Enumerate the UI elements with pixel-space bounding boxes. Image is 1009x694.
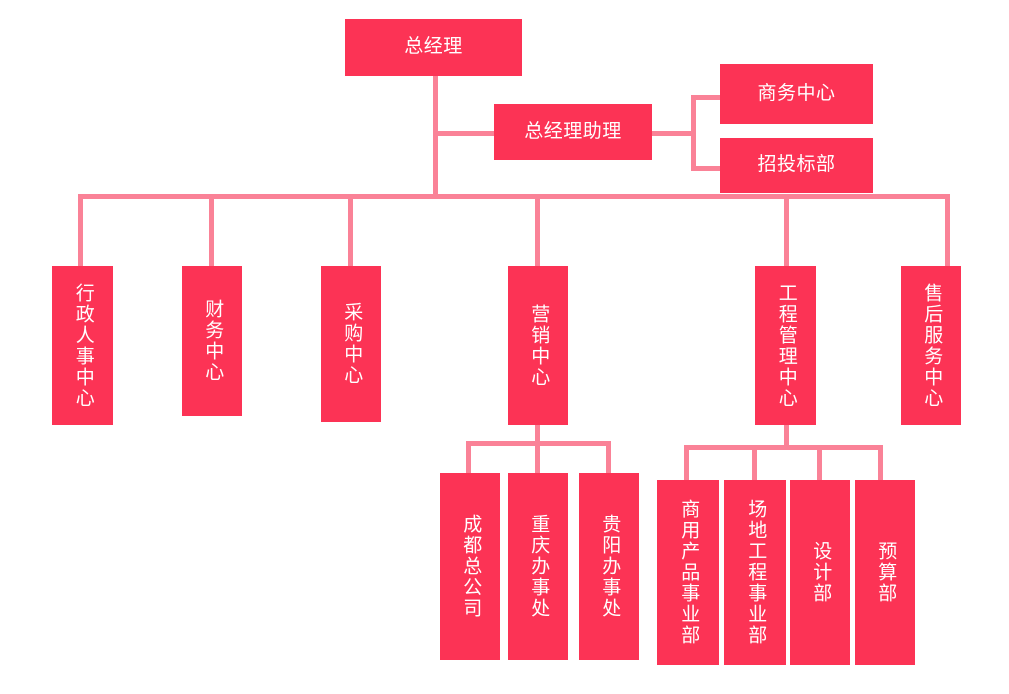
connector-drop-chengdu [466,441,471,474]
node-commercial-product-div[interactable]: 商用产品事业部 [657,480,719,665]
node-engineering-center[interactable]: 工程管理中心 [755,266,816,425]
node-budget-dept[interactable]: 预算部 [855,480,915,665]
node-bidding-dept[interactable]: 招投标部 [720,138,873,193]
connector-drop-procurement [348,194,353,267]
node-general-manager[interactable]: 总经理 [345,19,522,76]
connector-drop-marketing [535,194,540,267]
connector-gm-to-assistant [433,131,496,136]
node-finance-center[interactable]: 财务中心 [182,266,242,416]
connector-assistant-to-business [691,95,723,100]
node-guiyang-office[interactable]: 贵阳办事处 [579,473,639,660]
connector-marketing-stem [535,424,540,446]
node-aftersales-center[interactable]: 售后服务中心 [901,266,961,425]
connector-gm-stem [433,75,438,197]
node-chengdu-hq[interactable]: 成都总公司 [440,473,500,660]
connector-drop-engineering [784,194,789,267]
connector-drop-budget [878,445,883,481]
connector-drop-finance [209,194,214,267]
connector-drop-commercial-product [684,445,689,481]
connector-assistant-to-bidding [691,166,723,171]
node-gm-assistant[interactable]: 总经理助理 [494,104,652,160]
connector-drop-aftersales [945,194,950,267]
connector-main-bus [78,194,950,199]
node-design-dept[interactable]: 设计部 [790,480,850,665]
node-chongqing-office[interactable]: 重庆办事处 [508,473,568,660]
connector-drop-site-engineering [752,445,757,481]
connector-engineering-bus [684,445,883,450]
connector-assistant-bus [691,95,696,171]
connector-drop-design [817,445,822,481]
connector-drop-admin-hr [78,194,83,267]
node-site-engineering-div[interactable]: 场地工程事业部 [724,480,786,665]
connector-assistant-out [651,131,696,136]
connector-drop-chongqing [535,441,540,474]
node-business-center[interactable]: 商务中心 [720,64,873,124]
connector-engineering-stem [784,424,789,448]
node-admin-hr-center[interactable]: 行政人事中心 [52,266,113,425]
connector-drop-guiyang [606,441,611,474]
node-procurement-center[interactable]: 采购中心 [321,266,381,422]
node-marketing-center[interactable]: 营销中心 [508,266,568,425]
